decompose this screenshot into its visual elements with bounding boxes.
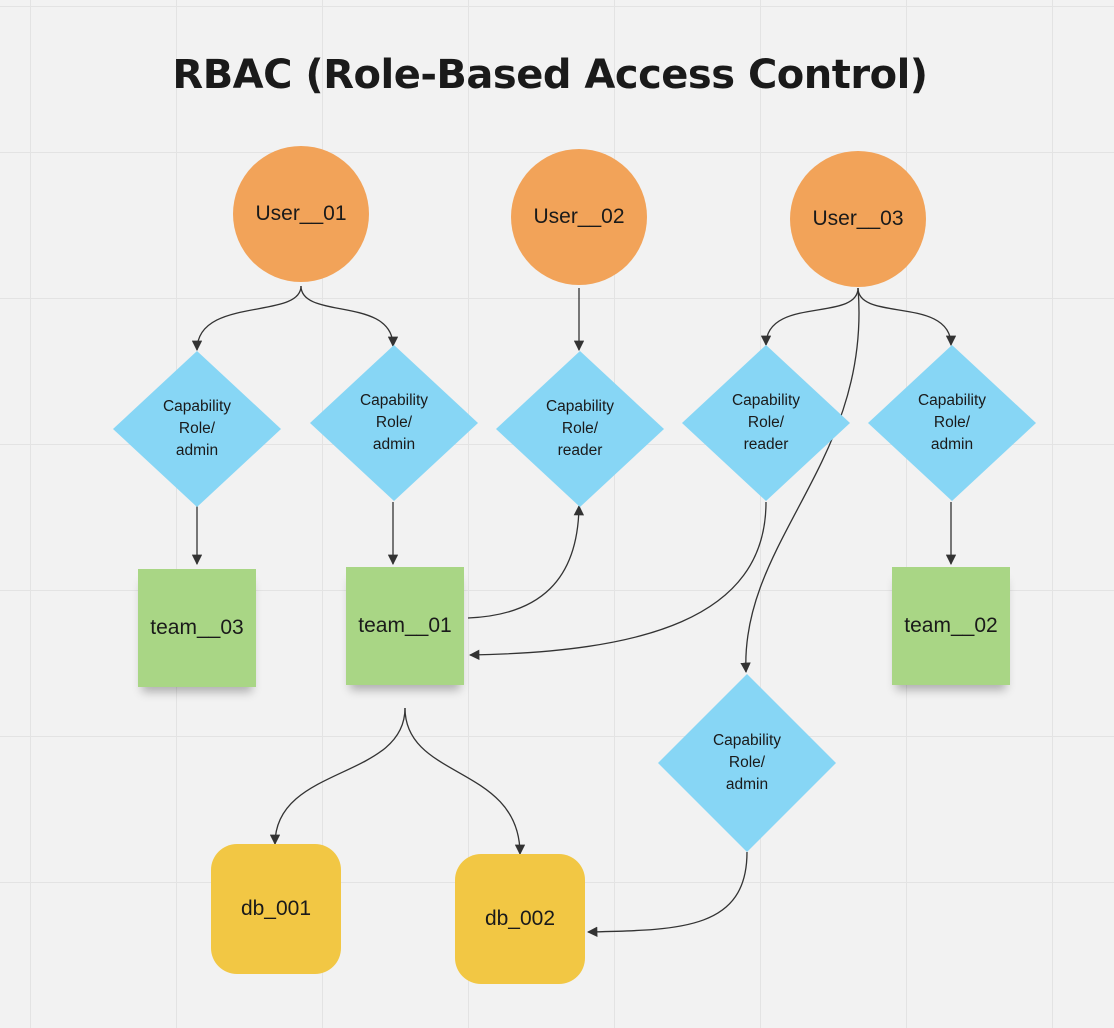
diagram-title: RBAC (Role-Based Access Control) (172, 52, 928, 98)
database-label: db_002 (484, 907, 556, 930)
edge-cap6-db002 (586, 851, 748, 937)
capability-line2: Role/ (375, 414, 413, 431)
team-label: team__03 (150, 616, 244, 639)
edge-team01-db002 (404, 707, 526, 856)
capability-line3: admin (930, 436, 974, 453)
database-node-002[interactable]: db_002 (455, 854, 585, 984)
edge-team01-cap3 (467, 504, 585, 619)
edge-user01-cap1 (191, 285, 302, 352)
capability-line3: admin (725, 776, 769, 793)
edge-cap4-team01 (468, 501, 767, 661)
capability-line3: reader (557, 442, 603, 459)
user-node-02[interactable]: User__02 (511, 149, 647, 285)
user-label: User__02 (533, 205, 625, 228)
capability-line1: Capability (162, 398, 232, 415)
team-node-02[interactable]: team__02 (892, 567, 1010, 685)
user-label: User__01 (255, 202, 347, 225)
team-label: team__01 (358, 614, 452, 637)
capability-line3: admin (372, 436, 416, 453)
capability-line1: Capability (731, 392, 801, 409)
capability-line2: Role/ (178, 420, 216, 437)
user-label: User__03 (812, 207, 904, 230)
database-label: db_001 (240, 897, 312, 920)
capability-line2: Role/ (933, 414, 971, 431)
edge-user03-cap6 (740, 287, 860, 674)
team-node-01[interactable]: team__01 (346, 567, 464, 685)
capability-line1: Capability (359, 392, 429, 409)
capability-line1: Capability (712, 732, 782, 749)
team-label: team__02 (904, 614, 998, 637)
edge-team01-db001 (269, 707, 406, 846)
capability-line2: Role/ (561, 420, 599, 437)
user-node-01[interactable]: User__01 (233, 146, 369, 282)
capability-line1: Capability (917, 392, 987, 409)
user-node-03[interactable]: User__03 (790, 151, 926, 287)
capability-line1: Capability (545, 398, 615, 415)
capability-line3: admin (175, 442, 219, 459)
team-node-03[interactable]: team__03 (138, 569, 256, 687)
capability-line3: reader (743, 436, 789, 453)
edge-user01-cap2 (300, 285, 399, 348)
database-node-001[interactable]: db_001 (211, 844, 341, 974)
capability-line2: Role/ (747, 414, 785, 431)
edge-user03-cap4 (760, 287, 859, 347)
edge-user03-cap5 (857, 287, 957, 347)
capability-line2: Role/ (728, 754, 766, 771)
